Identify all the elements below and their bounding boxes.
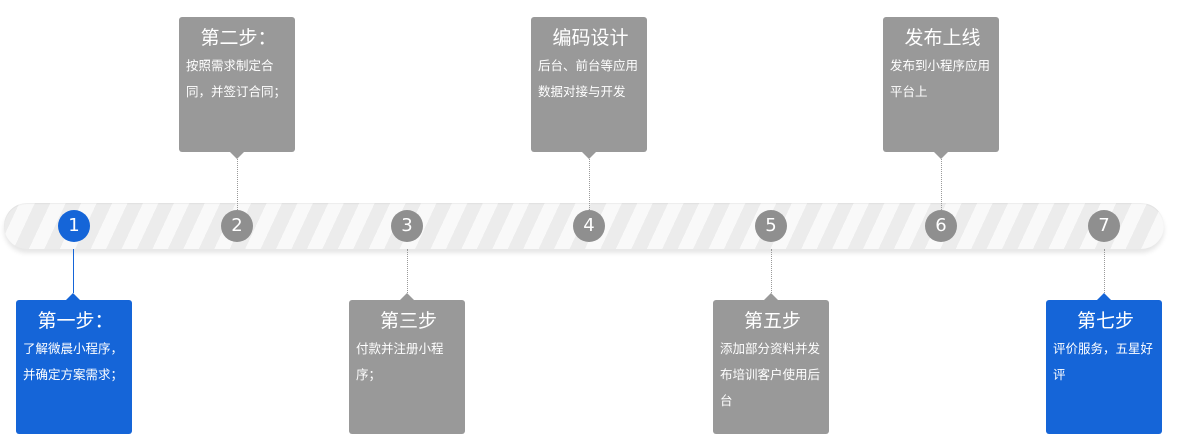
step-node-5: 5 [755,210,787,242]
step-card-7-pointer [1097,293,1111,300]
step-node-3: 3 [391,210,423,242]
step-card-6: 发布上线 发布到小程序应用平台上 [883,17,999,152]
step-desc: 评价服务，五星好评 [1053,341,1154,382]
step-card-6-pointer [934,152,948,159]
connector-step-5 [771,249,772,293]
step-desc: 了解微晨小程序，并确定方案需求； [23,341,124,382]
step-node-7: 7 [1088,210,1120,242]
connector-step-7 [1104,249,1105,293]
step-desc: 发布到小程序应用平台上 [890,58,991,99]
step-card-5: 第五步 添加部分资料并发布培训客户使用后台 [713,300,829,434]
step-title: 发布上线 [904,27,981,49]
step-card-7: 第七步 评价服务，五星好评 [1046,300,1162,434]
step-card-2-pointer [230,152,244,159]
step-card-4: 编码设计 后台、前台等应用数据对接与开发 [531,17,647,152]
step-node-6: 6 [925,210,957,242]
step-title: 第二步： [200,27,277,49]
step-title: 第七步 [1076,310,1134,332]
step-card-4-pointer [582,152,596,159]
connector-step-2 [237,159,238,210]
connector-step-3 [407,249,408,293]
connector-step-6 [941,159,942,210]
step-title: 第五步 [743,310,801,332]
step-desc: 添加部分资料并发布培训客户使用后台 [720,341,821,408]
step-card-5-pointer [764,293,778,300]
step-card-2: 第二步： 按照需求制定合同，并签订合同； [179,17,295,152]
step-title: 编码设计 [552,27,629,49]
step-desc: 按照需求制定合同，并签订合同； [186,58,287,99]
step-title: 第一步： [37,310,114,332]
step-desc: 后台、前台等应用数据对接与开发 [538,58,639,99]
step-card-1-pointer [66,293,80,300]
step-node-4: 4 [573,210,605,242]
step-card-1: 第一步： 了解微晨小程序，并确定方案需求； [16,300,132,434]
connector-step-4 [589,159,590,210]
step-node-1: 1 [58,210,90,242]
step-node-2: 2 [221,210,253,242]
step-card-3: 第三步 付款并注册小程序； [349,300,465,434]
connector-step-1 [73,249,74,293]
step-desc: 付款并注册小程序； [356,341,444,382]
step-card-3-pointer [400,293,414,300]
step-title: 第三步 [379,310,437,332]
